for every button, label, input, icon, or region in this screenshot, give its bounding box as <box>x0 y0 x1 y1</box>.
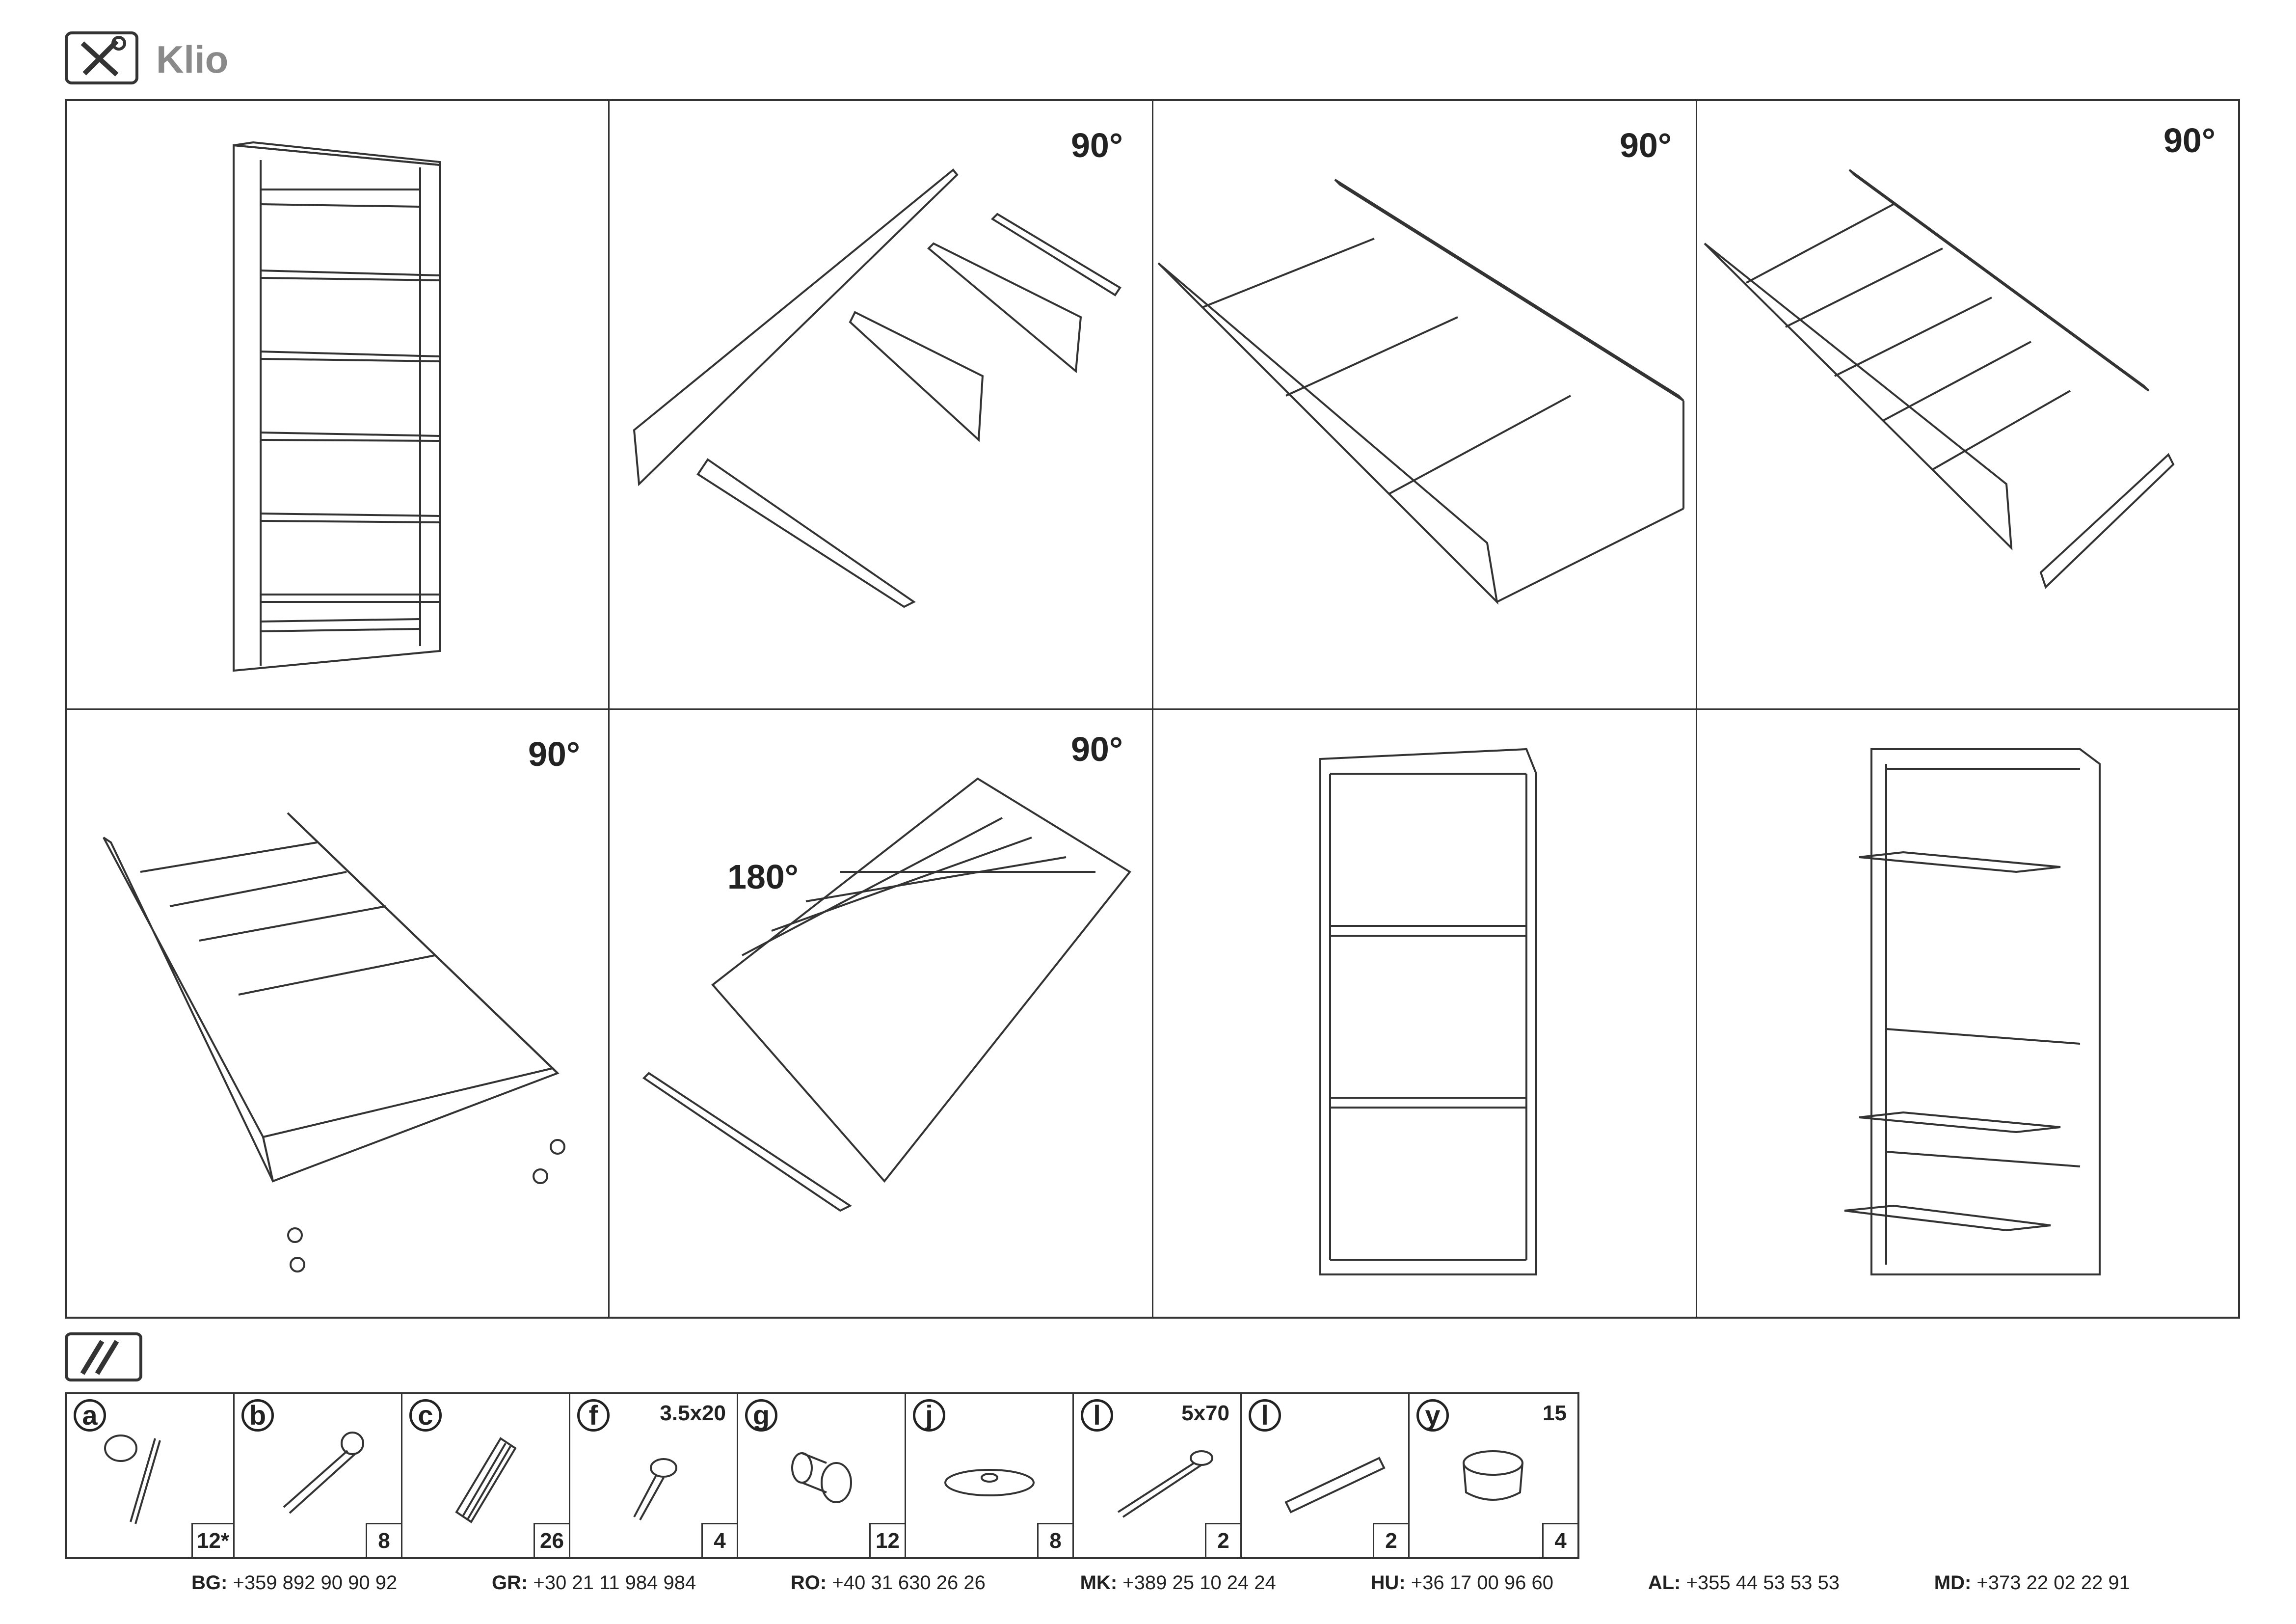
contact-item: MD: +373 22 02 22 91 <box>1934 1572 2130 1594</box>
step-4-drawing <box>1704 169 2175 589</box>
contact-item: AL: +355 44 53 53 53 <box>1648 1572 1840 1594</box>
hardware-qty: 2 <box>1205 1523 1240 1557</box>
tools-icon <box>65 31 138 84</box>
step-6-drawing <box>642 777 1131 1212</box>
wooden-dowel-icon <box>455 1437 517 1523</box>
hardware-qty: 2 <box>1373 1523 1408 1557</box>
hardware-a: a 12* <box>67 1394 235 1557</box>
hardware-qty: 26 <box>534 1523 569 1557</box>
step-5-drawing <box>103 812 565 1272</box>
contact-item: HU: +36 17 00 96 60 <box>1370 1572 1554 1594</box>
step-3-drawing <box>1157 179 1684 605</box>
leveler-foot-icon <box>1463 1450 1523 1501</box>
step-6-panel: 90° 180° <box>610 710 1153 1319</box>
cam-lock-icon <box>104 1435 161 1524</box>
hardware-icon <box>65 1332 142 1381</box>
contact-item: BG: +359 892 90 90 92 <box>191 1572 398 1594</box>
hardware-letter: c <box>409 1399 442 1432</box>
step-2-drawing <box>633 168 1121 608</box>
hardware-qty: 12 <box>869 1523 905 1557</box>
wall-plug-icon <box>1284 1457 1386 1514</box>
hardware-letter: g <box>745 1399 777 1432</box>
product-name: Klio <box>156 38 229 81</box>
hardware-size: 5x70 <box>1181 1401 1229 1425</box>
hardware-c: c 26 <box>402 1394 570 1557</box>
step-7-drawing <box>1319 748 1537 1275</box>
hardware-qty: 12* <box>191 1523 233 1557</box>
assembly-steps-grid: 90° 90° <box>65 99 2240 1319</box>
screw-icon <box>633 1458 677 1520</box>
step-1-panel <box>67 101 610 710</box>
hardware-f: f 3.5x20 4 <box>570 1394 738 1557</box>
hardware-g: g 12 <box>738 1394 906 1557</box>
step-5-panel: 90° <box>67 710 610 1319</box>
rotate-90-label: 90° <box>2163 121 2216 160</box>
contact-item: MK: +389 25 10 24 24 <box>1080 1572 1276 1594</box>
contact-item: GR: +30 21 11 984 984 <box>491 1572 696 1594</box>
hardware-l-plug: l 2 <box>1242 1394 1410 1557</box>
hardware-l-screw: l 5x70 2 <box>1074 1394 1242 1557</box>
hardware-letter: f <box>577 1399 610 1432</box>
hardware-qty: 4 <box>701 1523 737 1557</box>
hardware-size: 3.5x20 <box>660 1401 726 1425</box>
step-7-panel <box>1153 710 1697 1319</box>
rotate-90-label: 90° <box>1071 126 1123 164</box>
hardware-letter: y <box>1416 1399 1449 1432</box>
rotate-90-label: 90° <box>1620 126 1672 164</box>
hardware-y: y 15 4 <box>1410 1394 1577 1557</box>
hardware-table: a 12* b 8 c 26 f 3.5x20 4 g 12 j 8 l 5x7… <box>65 1392 1579 1559</box>
finished-bookcase-drawing <box>233 141 441 672</box>
hardware-b: b 8 <box>235 1394 402 1557</box>
hardware-qty: 8 <box>1037 1523 1072 1557</box>
rotate-90-label: 90° <box>1071 730 1123 768</box>
long-screw-icon <box>1117 1450 1213 1518</box>
glide-pad-icon <box>944 1469 1035 1496</box>
contact-phones: BG: +359 892 90 90 92 GR: +30 21 11 984 … <box>191 1572 2130 1601</box>
shelf-pin-icon <box>791 1452 852 1503</box>
step-8-panel <box>1697 710 2240 1319</box>
hardware-letter: b <box>241 1399 274 1432</box>
hardware-size: 15 <box>1543 1401 1567 1425</box>
hardware-letter: l <box>1081 1399 1113 1432</box>
hardware-letter: j <box>913 1399 945 1432</box>
confirmat-screw-icon <box>283 1432 364 1514</box>
step-3-panel: 90° <box>1153 101 1697 710</box>
rotate-90-label: 90° <box>528 735 580 773</box>
hardware-letter: a <box>74 1399 106 1432</box>
hardware-j: j 8 <box>906 1394 1074 1557</box>
rotate-180-label: 180° <box>727 858 799 896</box>
hardware-letter: l <box>1249 1399 1281 1432</box>
step-2-panel: 90° <box>610 101 1153 710</box>
hardware-qty: 4 <box>1542 1523 1577 1557</box>
step-4-panel: 90° <box>1697 101 2240 710</box>
hardware-qty: 8 <box>366 1523 401 1557</box>
contact-item: RO: +40 31 630 26 26 <box>790 1572 986 1594</box>
step-8-drawing <box>1844 748 2101 1275</box>
